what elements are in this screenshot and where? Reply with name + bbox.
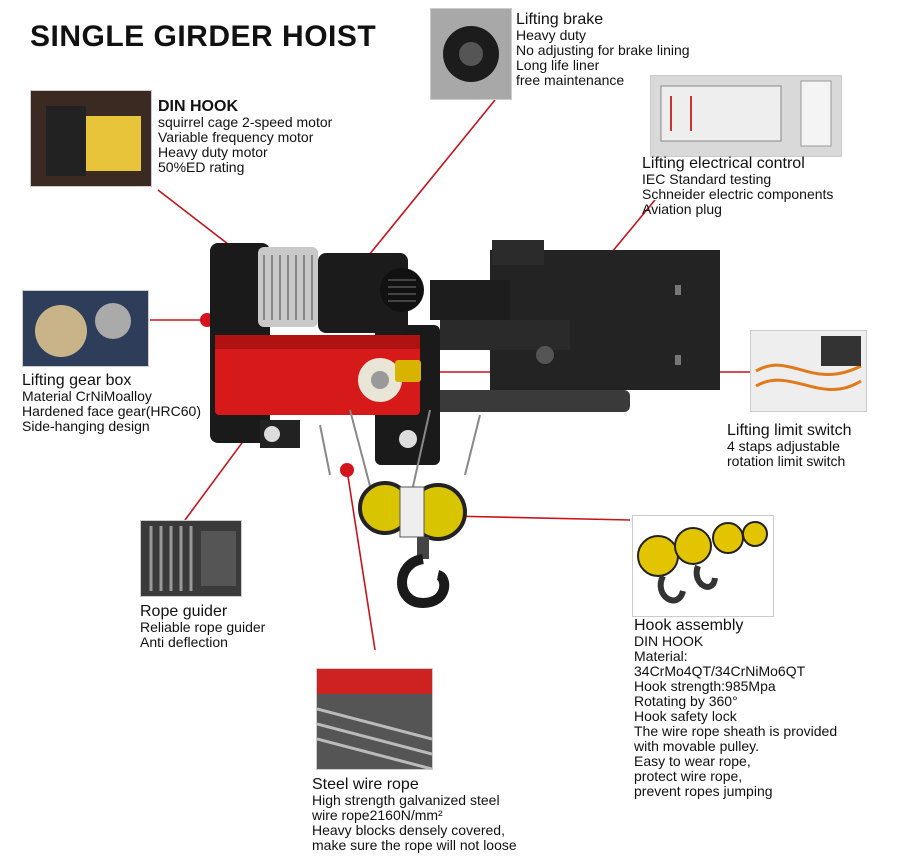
callout-line: make sure the rope will not loose (312, 837, 517, 853)
callout-line: Hook safety lock (634, 708, 737, 724)
hook-assembly-image (632, 515, 774, 617)
callout-line: with movable pulley. (634, 738, 760, 754)
callout-line: Reliable rope guider (140, 619, 266, 635)
callout-heading: Steel wire rope (312, 776, 419, 793)
callout-lifting-brake: Lifting brake Heavy duty No adjusting fo… (516, 11, 690, 88)
callout-line: Material CrNiMoalloy (22, 388, 152, 404)
callout-electrical-control: Lifting electrical control IEC Standard … (642, 155, 833, 217)
callout-line: Heavy duty (516, 27, 587, 43)
callout-line: Rotating by 360° (634, 693, 738, 709)
callout-line: protect wire rope, (634, 768, 743, 784)
rope-guider-image (140, 520, 242, 597)
callout-line: Easy to wear rope, (634, 753, 751, 769)
callout-heading: Lifting brake (516, 11, 604, 28)
callout-line: 4 staps adjustable (727, 438, 840, 454)
callout-line: Hardened face gear(HRC60) (22, 403, 201, 419)
callout-line: Material: (634, 648, 688, 664)
callout-line: Hook strength:985Mpa (634, 678, 776, 694)
callout-line: DIN HOOK (634, 633, 704, 649)
callout-heading: Lifting electrical control (642, 155, 805, 172)
callout-line: Schneider electric components (642, 186, 834, 202)
callout-hook-assembly: Hook assembly DIN HOOK Material: 34CrMo4… (634, 617, 837, 799)
callout-line: Anti deflection (140, 634, 228, 650)
callout-line: High strength galvanized steel (312, 792, 500, 808)
callout-din-hook: DIN HOOK squirrel cage 2-speed motor Var… (158, 98, 332, 175)
callout-line: Side-hanging design (22, 418, 150, 434)
callout-line: The wire rope sheath is provided (634, 723, 838, 739)
electrical-control-image (650, 75, 842, 157)
callout-line: Aviation plug (642, 201, 722, 217)
callout-line: 34CrMo4QT/34CrNiMo6QT (634, 663, 806, 679)
callout-limit-switch: Lifting limit switch 4 staps adjustable … (727, 422, 851, 469)
callout-heading: Lifting limit switch (727, 422, 852, 439)
callout-gear-box: Lifting gear box Material CrNiMoalloy Ha… (22, 372, 201, 434)
gear-box-image (22, 290, 149, 367)
limit-switch-image (750, 330, 867, 412)
callout-heading: Rope guider (140, 603, 228, 620)
callout-line: Long life liner (516, 57, 600, 73)
callout-line: No adjusting for brake lining (516, 42, 690, 58)
callout-heading: DIN HOOK (158, 98, 238, 115)
callout-line: IEC Standard testing (642, 171, 772, 187)
callout-line: wire rope2160N/mm² (312, 807, 443, 823)
hoist-illustration (210, 240, 720, 609)
callout-line: Heavy blocks densely covered, (312, 822, 505, 838)
lifting-brake-image (430, 8, 512, 100)
steel-wire-rope-image (316, 668, 433, 770)
motor-image (30, 90, 152, 187)
callout-line: 50%ED rating (158, 159, 245, 175)
callout-line: free maintenance (516, 72, 625, 88)
callout-rope-guider: Rope guider Reliable rope guider Anti de… (140, 603, 265, 650)
callout-line: prevent ropes jumping (634, 783, 773, 799)
callout-heading: Lifting gear box (22, 372, 132, 389)
callout-steel-wire-rope: Steel wire rope High strength galvanized… (312, 776, 517, 853)
callout-line: squirrel cage 2-speed motor (158, 114, 333, 130)
callout-line: Heavy duty motor (158, 144, 268, 160)
page-title: SINGLE GIRDER HOIST (30, 20, 377, 53)
callout-heading: Hook assembly (634, 617, 744, 634)
callout-line: rotation limit switch (727, 453, 846, 469)
callout-line: Variable frequency motor (158, 129, 314, 145)
